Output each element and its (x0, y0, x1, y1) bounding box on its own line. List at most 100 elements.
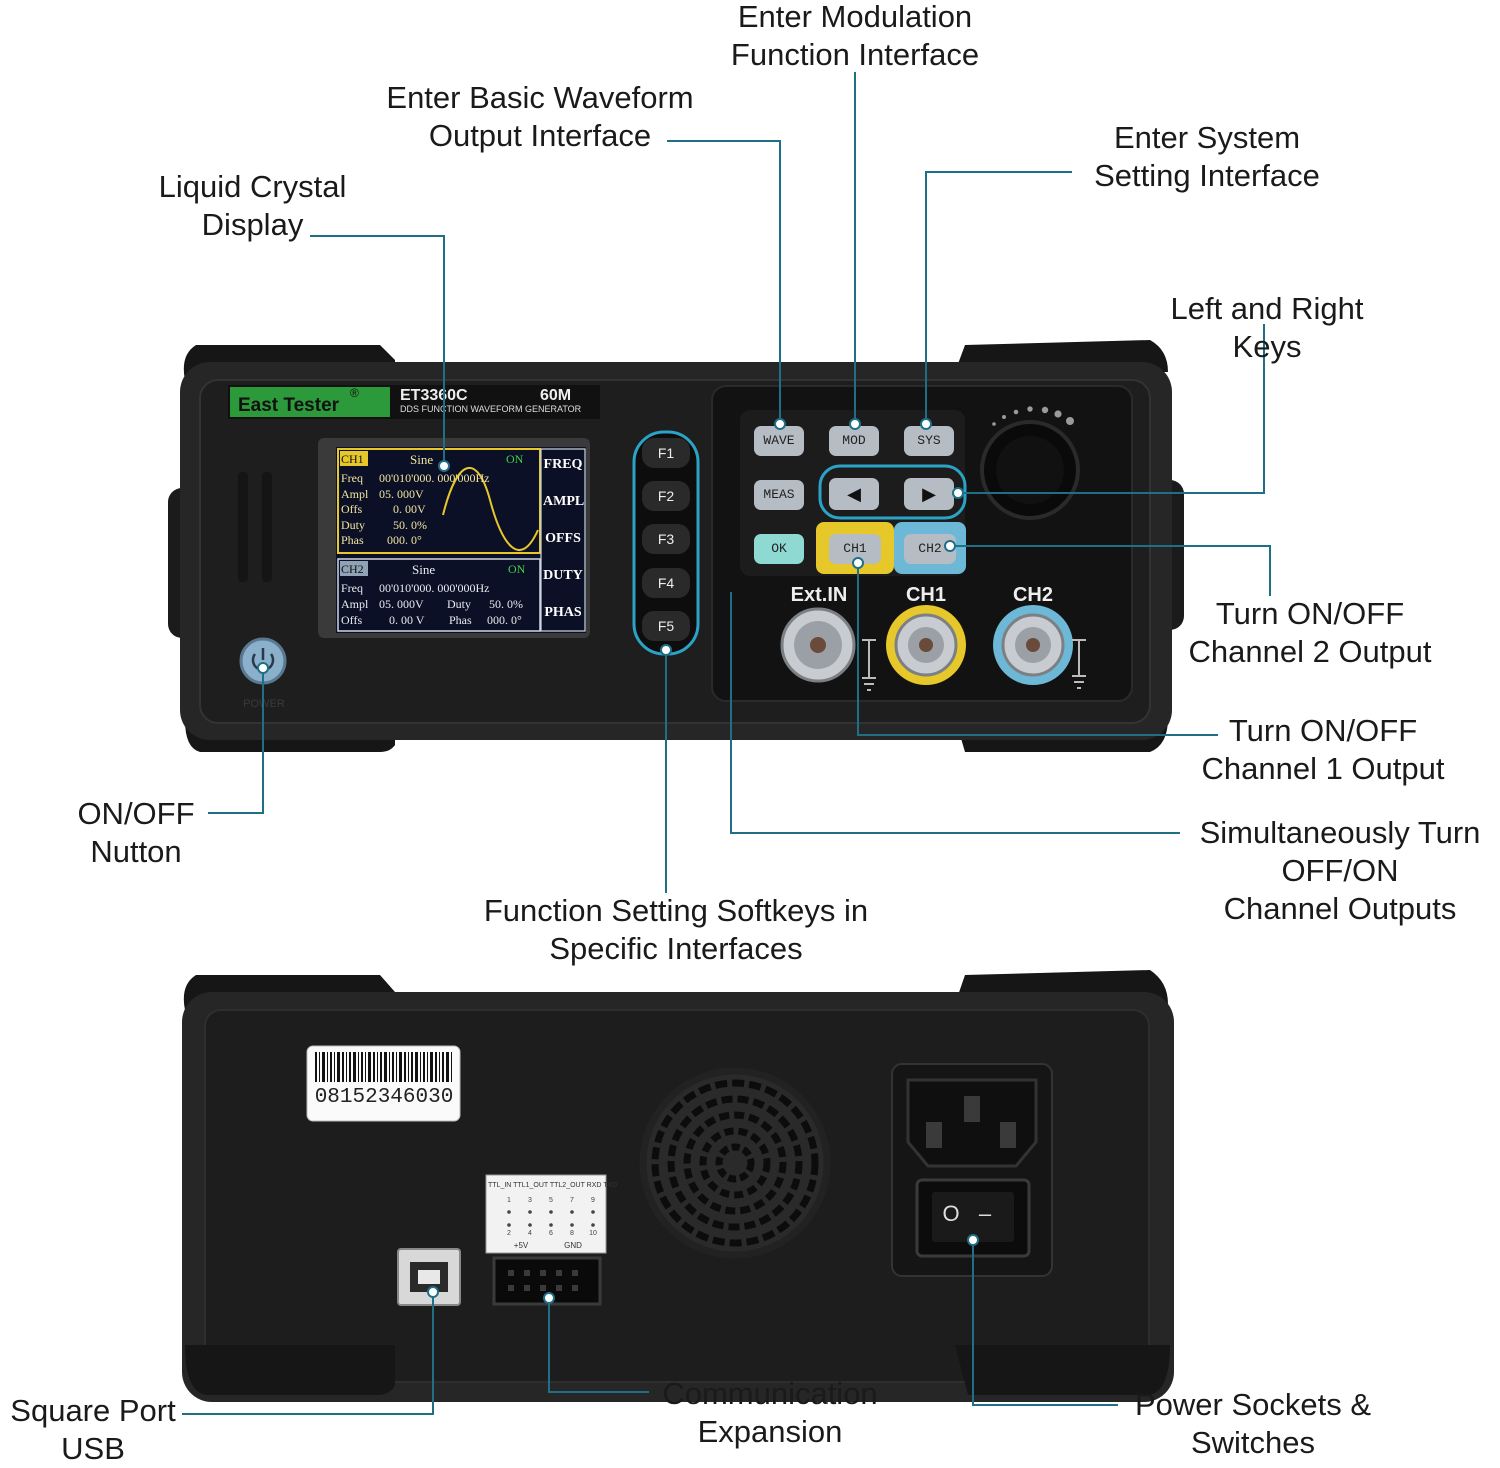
label-line: Function Interface (730, 37, 980, 72)
pin-label: 10 (589, 1230, 597, 1237)
label-basic-waveform: Enter Basic Waveform Output Interface (360, 79, 720, 155)
wave-key[interactable]: WAVE (754, 426, 804, 456)
lcd-row-val: 0. 00V (393, 502, 426, 516)
label-line: Square Port (10, 1393, 176, 1428)
pin-label: 2 (507, 1230, 511, 1237)
label-ch2-output: Turn ON/OFF Channel 2 Output (1165, 595, 1455, 671)
pin-label: 4 (528, 1230, 532, 1237)
leader-dot (257, 662, 269, 674)
leader-dot (920, 418, 932, 430)
lcd-row-val: 50. 0% (393, 517, 427, 532)
lcd-softkey-offs: OFFS (545, 531, 581, 546)
lcd-row-val: 000. 0° (487, 613, 522, 627)
label-system: Enter System Setting Interface (1072, 119, 1342, 195)
pin-label: 9 (591, 1197, 595, 1204)
label-line: Left and Right (1170, 291, 1364, 326)
comm-footer-5v: +5V (513, 1241, 529, 1250)
lcd-row-key: Duty (341, 517, 365, 532)
lcd-row-val: 50. 0% (489, 597, 523, 611)
label-line: Display (201, 207, 304, 242)
lcd-row: Duty 50. 0% (341, 518, 489, 534)
sys-key[interactable]: SYS (904, 426, 954, 456)
label-line: Turn ON/OFF (1228, 713, 1418, 748)
leader-dot (774, 418, 786, 430)
bnc-ch1[interactable] (886, 605, 966, 685)
leader-dot (438, 460, 450, 472)
label-line: Setting Interface (1094, 158, 1320, 193)
label-usb: Square Port USB (0, 1392, 186, 1468)
f2-key[interactable]: F2 (642, 481, 690, 511)
f1-key[interactable]: F1 (642, 438, 690, 468)
label-line: Turn ON/OFF (1215, 596, 1405, 631)
lcd-row-val: 00'010'000. 000'000Hz (379, 471, 490, 485)
lcd-row-key: Ampl (341, 597, 369, 611)
lcd-row-val: 00'010'000. 000'000Hz (379, 581, 490, 595)
leader-dot (660, 644, 672, 656)
lcd-row-key: Duty (447, 597, 471, 611)
right-key[interactable]: ▶ (904, 478, 954, 510)
label-line: Specific Interfaces (549, 931, 803, 966)
lcd-row-key: Phas (341, 533, 364, 547)
iec-pin-left (926, 1122, 942, 1148)
lcd-row-key: Ampl (341, 486, 369, 501)
meas-key[interactable]: MEAS (754, 480, 804, 510)
label-line: Output Interface (428, 118, 652, 153)
label-line: Simultaneously Turn (1199, 815, 1481, 850)
ch1-key[interactable]: CH1 (829, 534, 881, 564)
pin-label: 1 (507, 1197, 511, 1204)
label-comm: Communication Expansion (640, 1375, 900, 1451)
lcd-row-key: Offs (341, 613, 363, 627)
bnc-ch2[interactable] (993, 605, 1073, 685)
ok-key[interactable]: OK (754, 534, 804, 564)
label-line: Enter System (1113, 120, 1301, 155)
label-line: Channel 1 Output (1201, 751, 1445, 786)
port-ch1-label: CH1 (905, 584, 946, 606)
pin-label: 7 (570, 1197, 574, 1204)
pin-label: 3 (528, 1197, 532, 1204)
lcd-ch1-tag: CH1 (341, 452, 364, 466)
lcd-ch1-state: ON (506, 452, 524, 466)
lcd-row-val: 05. 000V (379, 486, 424, 501)
barcode-bars (315, 1052, 452, 1082)
brand-mark: ® (350, 386, 359, 400)
device-subtitle: DDS FUNCTION WAVEFORM GENERATOR (400, 404, 582, 414)
label-ch1-output: Turn ON/OFF Channel 1 Output (1180, 712, 1466, 788)
lcd-softkey-ampl: AMPL (543, 494, 585, 509)
switch-off-mark: O (942, 1201, 960, 1226)
lcd-softkey-phas: PHAS (544, 605, 582, 620)
mod-key[interactable]: MOD (829, 426, 879, 456)
lcd-row-key: Freq (341, 581, 363, 595)
comm-sticker (485, 1174, 607, 1254)
lcd-ch2-tag: CH2 (341, 562, 364, 576)
leader-dot (852, 557, 864, 569)
label-line: Enter Basic Waveform (386, 80, 694, 115)
left-key[interactable]: ◀ (829, 478, 879, 510)
barcode-sticker (306, 1045, 461, 1122)
f3-key[interactable]: F3 (642, 524, 690, 554)
label-line: Channel Outputs (1223, 891, 1457, 926)
leader-dot (543, 1292, 555, 1304)
leader-dot (952, 487, 964, 499)
lcd-ch1-wave: Sine (410, 452, 434, 467)
label-line: Keys (1232, 329, 1302, 364)
bnc-ext-in[interactable] (780, 607, 856, 683)
label-line: Enter Modulation (737, 0, 973, 34)
comm-header-text: TTL_IN TTL1_OUT TTL2_OUT RXD TXD (488, 1182, 618, 1189)
label-line: Liquid Crystal (158, 169, 347, 204)
lcd-row-val: 05. 000V (379, 597, 424, 611)
lcd-row-key: Offs (341, 502, 363, 516)
lcd-row: Offs 0. 00V (341, 502, 489, 518)
cooling-fan (639, 1067, 831, 1259)
f4-key[interactable]: F4 (642, 568, 690, 598)
label-line: USB (61, 1431, 125, 1466)
leader-dot (427, 1286, 439, 1298)
label-lcd: Liquid Crystal Display (130, 168, 375, 244)
bandwidth: 60M (540, 387, 572, 404)
leader-dot (967, 1234, 979, 1246)
model-name: ET3360C (400, 387, 468, 404)
f5-key[interactable]: F5 (642, 611, 690, 641)
port-ch2-label: CH2 (1012, 584, 1053, 606)
